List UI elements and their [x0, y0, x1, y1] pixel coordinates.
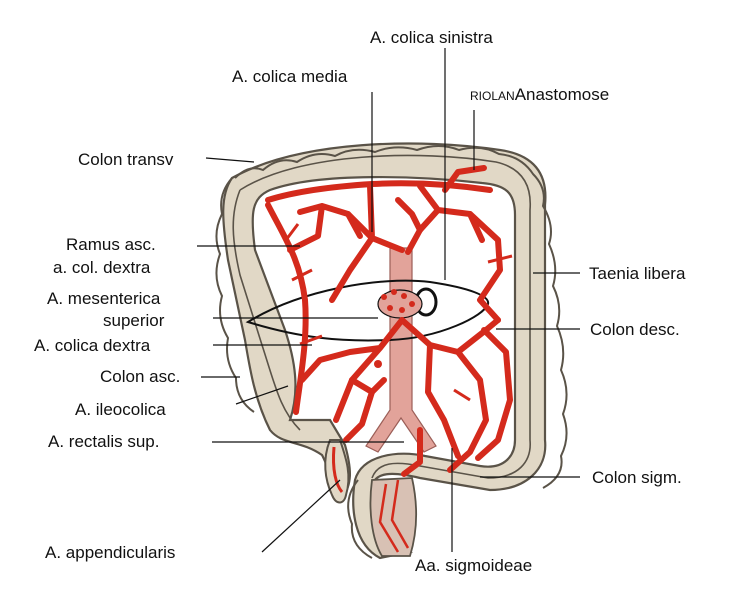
label-colon-desc: Colon desc. [590, 321, 680, 338]
label-colica-media: A. colica media [232, 68, 347, 85]
label-colon-asc: Colon asc. [100, 368, 180, 385]
label-appendicularis: A. appendicularis [45, 544, 175, 561]
label-taenia-libera: Taenia libera [589, 265, 685, 282]
label-colica-dextra: A. colica dextra [34, 337, 150, 354]
label-mesenterica-superior: superior [103, 312, 164, 329]
label-ramus-asc-dextra: a. col. dextra [53, 259, 150, 276]
label-riolan-suffix: Anastomose [515, 85, 610, 104]
mesentery-outline [248, 281, 488, 341]
label-colica-sinistra: A. colica sinistra [370, 29, 493, 46]
label-riolan-prefix: Riolan [470, 89, 515, 103]
label-riolan-anastomose: RiolanAnastomose [470, 86, 609, 103]
label-rectalis-sup: A. rectalis sup. [48, 433, 160, 450]
label-mesenterica: A. mesenterica [47, 290, 160, 307]
label-sigmoideae: Aa. sigmoideae [415, 557, 532, 574]
label-ileocolica: A. ileocolica [75, 401, 166, 418]
label-colon-sigm: Colon sigm. [592, 469, 682, 486]
label-ramus-asc: Ramus asc. [66, 236, 156, 253]
label-colon-transv: Colon transv [78, 151, 173, 168]
